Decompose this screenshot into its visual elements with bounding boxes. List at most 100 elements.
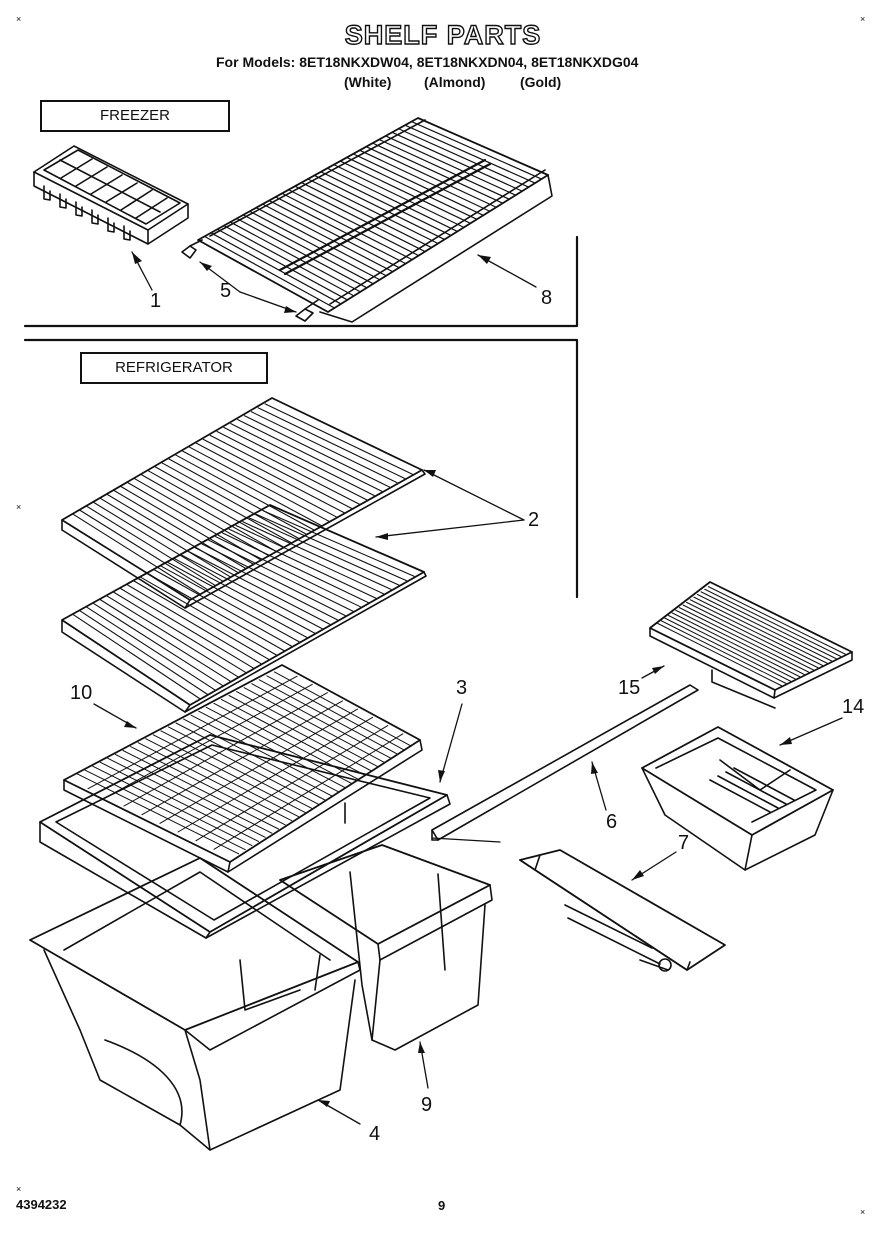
stroke-line (107, 757, 266, 838)
stroke-line (242, 214, 374, 285)
stroke-line (255, 207, 387, 277)
corner-mark-top-left: × (16, 14, 22, 24)
stroke-line (230, 423, 375, 497)
color-almond: (Almond) (424, 74, 486, 90)
stroke-line (262, 203, 394, 273)
stroke-line (275, 196, 407, 265)
stroke-line (195, 725, 389, 842)
color-gold: (Gold) (520, 74, 562, 90)
stroke-line (205, 706, 353, 784)
wire-shelf-rods (203, 120, 543, 309)
stroke-line (404, 124, 536, 184)
freezer-frame (23, 235, 579, 328)
stroke-line (189, 446, 330, 522)
stroke-line (664, 617, 792, 682)
stroke-line (675, 609, 805, 675)
stroke-line (223, 426, 368, 501)
stroke-line (92, 501, 223, 582)
stroke-line (307, 178, 439, 245)
stroke-line (678, 607, 810, 673)
color-white: (White) (344, 74, 392, 90)
callout-6: 6 (606, 811, 618, 833)
stroke-line (140, 576, 277, 656)
refrigerator-section-label: REFRIGERATOR (80, 352, 268, 384)
stroke-line (671, 612, 801, 678)
stroke-line (255, 513, 408, 582)
stroke-line (209, 434, 353, 509)
callout-5: 5 (220, 280, 232, 302)
leader-lines (93, 251, 843, 1125)
stroke-line (160, 565, 300, 643)
stroke-line (273, 671, 412, 747)
stroke-line (99, 598, 231, 682)
stroke-line (177, 716, 374, 833)
stroke-line (682, 604, 814, 671)
stroke-line (686, 601, 819, 669)
stroke-line (243, 415, 391, 488)
stroke-line (84, 769, 246, 851)
callout-8: 8 (541, 287, 553, 309)
stroke-line (210, 232, 342, 305)
callout-9: 9 (421, 1094, 433, 1116)
stroke-line (243, 687, 386, 764)
stroke-line (339, 160, 471, 224)
stroke-line (123, 692, 328, 807)
ice-tray-part-1 (33, 145, 189, 245)
models-line: For Models: 8ET18NKXDW04, 8ET18NKXDN04, … (216, 54, 639, 70)
callout-4: 4 (369, 1123, 381, 1145)
stroke-line (105, 683, 313, 798)
crisper-frame-part-3 (39, 734, 451, 939)
stroke-line (198, 710, 346, 789)
stroke-line (77, 773, 240, 855)
crisper-drawer-part-4 (29, 857, 361, 1151)
document-number: 4394232 (16, 1197, 67, 1212)
stroke-line (223, 225, 355, 297)
stroke-line (141, 700, 343, 816)
stroke-line (346, 156, 478, 220)
stroke-line (119, 587, 254, 669)
stroke-line (693, 596, 828, 664)
stroke-line (237, 419, 383, 492)
stroke-line (281, 192, 413, 261)
stroke-line (657, 622, 783, 687)
stroke-line (262, 510, 415, 577)
glass-shelf-part-2-lower (61, 504, 427, 713)
stroke-line (333, 164, 465, 228)
stroke-line (352, 153, 484, 216)
stroke-line (168, 458, 307, 535)
corner-mark-bottom-right: × (860, 1207, 866, 1217)
stroke-line (397, 128, 530, 188)
stroke-line (187, 550, 331, 625)
stroke-line (161, 462, 299, 539)
corner-mark-top-right: × (860, 14, 866, 24)
stroke-line (140, 474, 277, 552)
stroke-line (216, 430, 360, 505)
stroke-line (113, 591, 247, 673)
stroke-line (87, 675, 298, 790)
stroke-line (122, 750, 279, 830)
stroke-line (249, 517, 400, 586)
stroke-line (175, 454, 315, 531)
stroke-line (182, 450, 322, 527)
stroke-line (668, 615, 796, 680)
page-number: 9 (438, 1198, 446, 1213)
arrow-heads (124, 252, 792, 1107)
stroke-line (130, 746, 286, 826)
stroke-line (106, 595, 239, 678)
meat-drawer-cover-part-15 (649, 581, 853, 709)
stroke-line (257, 407, 406, 480)
stroke-line (79, 610, 208, 695)
callout-2: 2 (528, 509, 540, 531)
stroke-line (167, 726, 319, 805)
corner-mark-bottom-left: × (16, 1184, 22, 1194)
stroke-line (99, 497, 231, 578)
stroke-line (228, 695, 372, 772)
stroke-line (697, 594, 833, 662)
stroke-line (287, 189, 420, 257)
refrigerator-frame (23, 338, 579, 599)
stroke-line (251, 683, 392, 760)
stroke-line (221, 532, 369, 604)
callout-15: 15 (618, 677, 641, 699)
crisper-cover-part-10 (63, 664, 423, 873)
stroke-line (235, 524, 385, 595)
